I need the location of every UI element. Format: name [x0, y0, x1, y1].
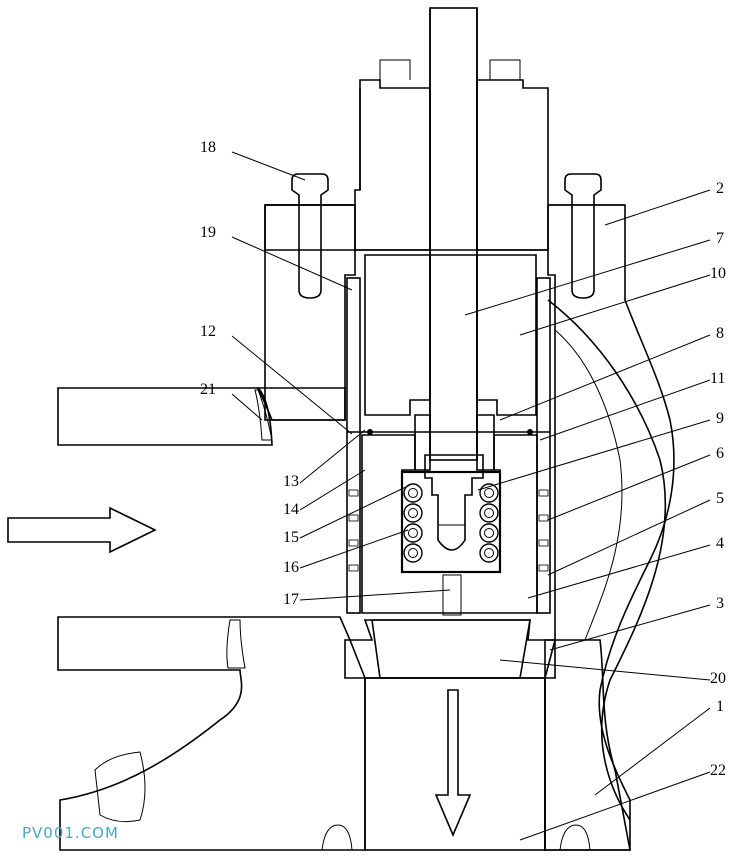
pin-left — [367, 429, 373, 435]
label-1: 1 — [716, 698, 724, 715]
pin-right — [527, 429, 533, 435]
part-labels: 18 19 12 21 13 14 15 16 17 2 7 10 8 11 9… — [200, 139, 726, 779]
stem-head — [424, 454, 484, 551]
liner-left — [346, 277, 361, 614]
weld-fillet-upper — [254, 389, 273, 441]
balls — [403, 483, 499, 563]
label-11: 11 — [710, 370, 725, 387]
label-4: 4 — [716, 535, 724, 552]
label-19: 19 — [200, 224, 216, 241]
label-12: 12 — [200, 323, 216, 340]
outlet-passage — [364, 677, 546, 851]
label-7: 7 — [716, 230, 724, 247]
leader-lines — [231, 151, 711, 841]
label-10: 10 — [710, 265, 726, 282]
label-8: 8 — [716, 325, 724, 342]
packing-block — [364, 254, 537, 416]
label-22: 22 — [710, 762, 726, 779]
label-21: 21 — [200, 381, 216, 398]
weld-fillet-bottom — [94, 751, 146, 823]
watermark: PV001.COM — [22, 824, 119, 842]
weld-fillet-lower — [226, 619, 246, 669]
label-20: 20 — [710, 670, 726, 687]
label-17: 17 — [283, 591, 299, 608]
inflow-arrow — [7, 506, 157, 554]
bonnet — [264, 59, 625, 251]
label-14: 14 — [283, 501, 299, 518]
label-13: 13 — [283, 473, 299, 490]
outflow-arrow — [434, 689, 472, 838]
stem-sleeve — [414, 414, 495, 471]
label-5: 5 — [716, 490, 724, 507]
bolt-left — [291, 173, 329, 299]
label-15: 15 — [283, 529, 299, 546]
label-6: 6 — [716, 445, 724, 462]
label-2: 2 — [716, 180, 724, 197]
label-16: 16 — [283, 559, 299, 576]
bolt-right — [564, 173, 602, 299]
balance-channel — [442, 574, 462, 616]
label-3: 3 — [716, 595, 724, 612]
valve-stem — [429, 7, 478, 461]
seat-ring — [371, 619, 531, 679]
label-18: 18 — [200, 139, 216, 156]
label-9: 9 — [716, 410, 724, 427]
liner-right — [536, 277, 551, 614]
liner-holes — [348, 489, 549, 572]
